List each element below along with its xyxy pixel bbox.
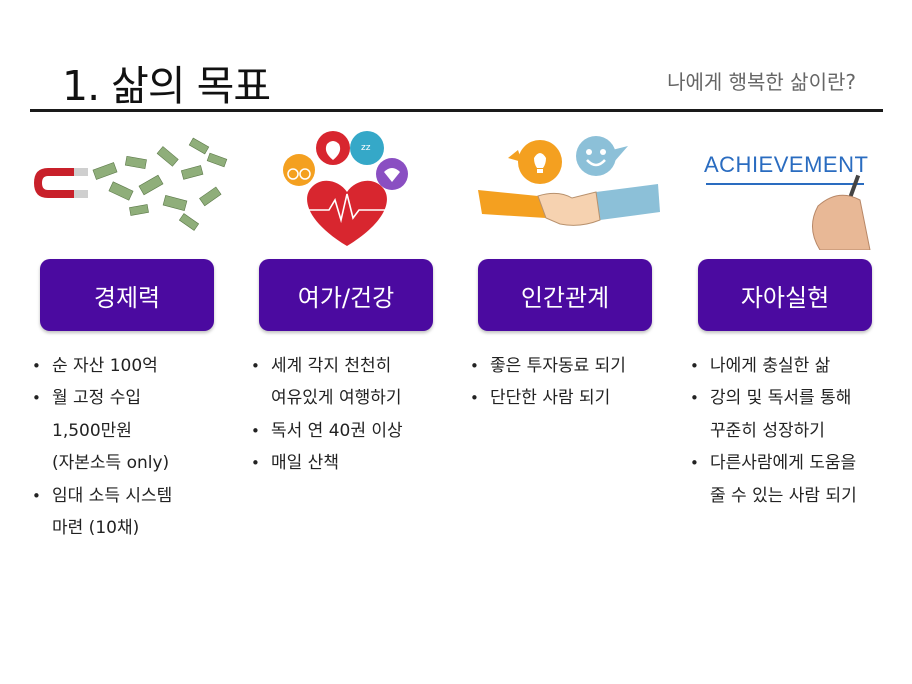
list-item: 매일 산책 bbox=[249, 447, 403, 480]
bicycle-icon bbox=[283, 154, 315, 186]
goal-button-relations[interactable]: 인간관계 bbox=[478, 259, 652, 331]
heart-icon bbox=[307, 180, 387, 246]
slide-title: 1. 삶의 목표 bbox=[62, 62, 271, 110]
left-sleeve bbox=[478, 190, 546, 218]
goal-list-relations: 좋은 투자동료 되기 단단한 사람 되기 bbox=[468, 350, 626, 415]
list-item: 나에게 충실한 삶 bbox=[688, 350, 857, 383]
heart-health-icons-illustration: zz bbox=[283, 131, 408, 246]
sleep-icon bbox=[350, 131, 384, 165]
goal-button-health[interactable]: 여가/건강 bbox=[259, 259, 433, 331]
hand-icon bbox=[812, 194, 871, 250]
list-item: 강의 및 독서를 통해 꾸준히 성장하기 bbox=[688, 382, 857, 447]
list-item: 월 고정 수입 1,500만원 (자본소득 only) bbox=[30, 382, 172, 479]
list-item: 세계 각지 천천히 여유있게 여행하기 bbox=[249, 350, 403, 415]
goal-button-selfrealization[interactable]: 자아실현 bbox=[698, 259, 872, 331]
right-sleeve bbox=[596, 184, 660, 220]
list-item: 순 자산 100억 bbox=[30, 350, 172, 383]
achievement-writing-illustration: ACHIEVEMENT bbox=[704, 152, 871, 250]
goal-list-health: 세계 각지 천천히 여유있게 여행하기 독서 연 40권 이상 매일 산책 bbox=[249, 350, 403, 480]
svg-text:zz: zz bbox=[361, 143, 371, 153]
achievement-word: ACHIEVEMENT bbox=[704, 152, 868, 177]
list-item: 다른사람에게 도움을 줄 수 있는 사람 되기 bbox=[688, 447, 857, 512]
money-magnet-illustration bbox=[34, 137, 228, 231]
list-item: 임대 소득 시스템 마련 (10채) bbox=[30, 480, 172, 545]
handshake-illustration bbox=[478, 136, 660, 226]
list-item: 단단한 사람 되기 bbox=[468, 382, 626, 415]
title-divider bbox=[30, 109, 883, 112]
list-item: 좋은 투자동료 되기 bbox=[468, 350, 626, 383]
goal-button-economy[interactable]: 경제력 bbox=[40, 259, 214, 331]
banknotes-icon bbox=[92, 137, 228, 231]
goal-list-selfrealization: 나에게 충실한 삶 강의 및 독서를 통해 꾸준히 성장하기 다른사람에게 도움… bbox=[688, 350, 857, 512]
handshake-icon bbox=[537, 191, 601, 226]
slide-subtitle: 나에게 행복한 삶이란? bbox=[667, 70, 856, 94]
goal-list-economy: 순 자산 100억 월 고정 수입 1,500만원 (자본소득 only) 임대… bbox=[30, 350, 172, 544]
list-item: 독서 연 40권 이상 bbox=[249, 415, 403, 448]
smile-bubble-icon bbox=[576, 136, 616, 176]
magnet-icon bbox=[34, 168, 88, 198]
